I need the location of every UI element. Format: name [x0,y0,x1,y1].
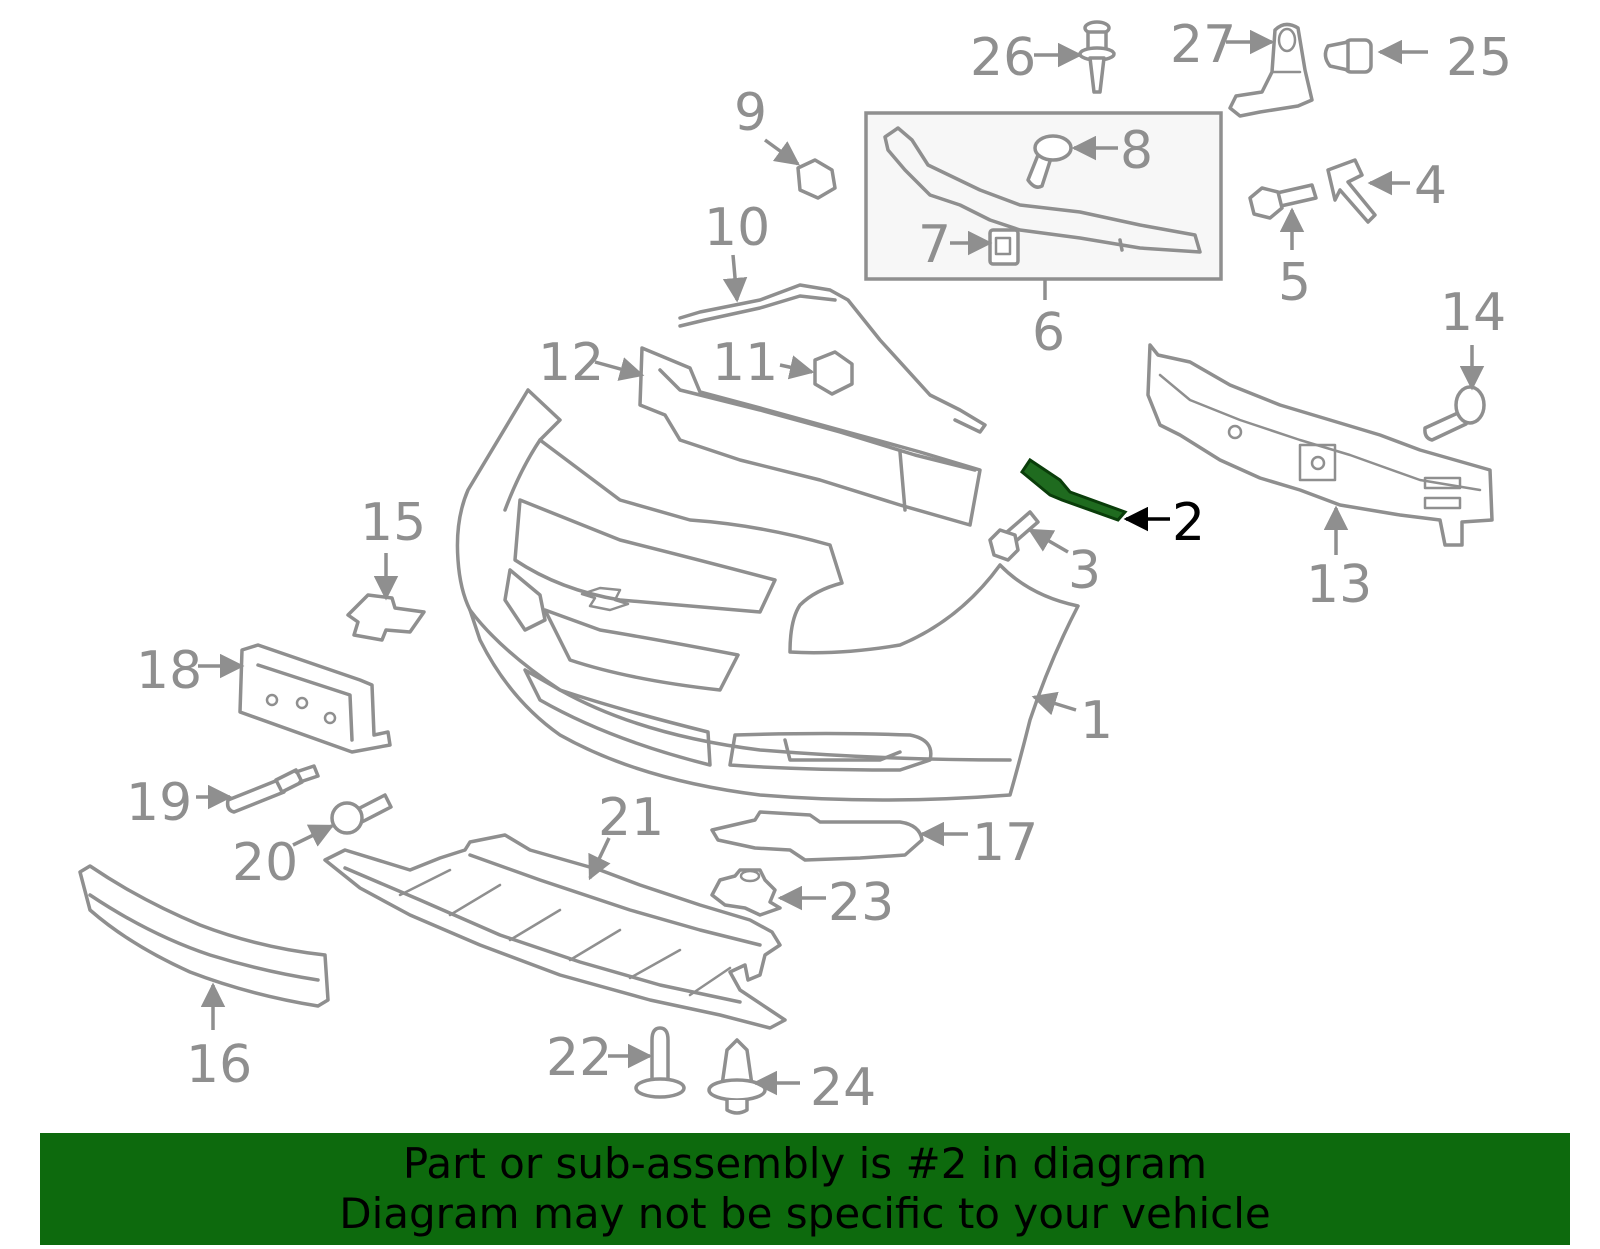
part-3-bolt [988,510,1040,562]
callout-11: 11 [712,333,778,393]
part-19-fastener [225,764,320,814]
callout-7: 7 [918,215,951,275]
callout-24: 24 [810,1058,876,1118]
banner-line-disclaimer: Diagram may not be specific to your vehi… [339,1189,1271,1238]
callout-6: 6 [1032,303,1065,363]
callout-20: 20 [232,833,298,893]
callout-16: 16 [186,1035,252,1095]
callout-1: 1 [1080,691,1113,751]
part-16-molding [78,864,330,1008]
callout-2-highlighted: 2 [1172,493,1205,553]
callout-labels: 1 2 3 4 5 6 7 8 9 10 11 12 13 14 15 16 1… [126,15,1512,1118]
callout-18: 18 [136,641,202,701]
callout-5: 5 [1278,253,1311,313]
part-21-splash-shield [323,833,787,1030]
part-10-wire [678,283,987,434]
part-23-retainer [710,868,782,917]
callout-9: 9 [734,83,767,143]
callout-13: 13 [1306,555,1372,615]
part-22-push-pin [634,1026,686,1099]
callout-leaders [196,29,1485,1096]
part-12-absorber [638,346,982,527]
part-17-deflector [710,810,924,862]
part-26-push-pin [1078,20,1116,94]
part-11-nut [813,350,854,396]
callout-4: 4 [1414,156,1447,216]
info-banner: Part or sub-assembly is #2 in diagram Di… [40,1133,1570,1245]
part-5-bolt [1248,183,1318,220]
callout-21: 21 [598,788,664,848]
callout-27: 27 [1170,15,1236,75]
callout-22: 22 [546,1028,612,1088]
callout-14: 14 [1440,283,1506,343]
part-13-reinforcement [1146,343,1494,547]
part-15-emblem [346,593,426,642]
part-9-nut [796,158,837,200]
part-20-push-pin [330,793,393,835]
callout-12: 12 [538,333,604,393]
callout-17: 17 [972,813,1038,873]
part-7-clip [988,228,1020,266]
part-27-bracket [1228,22,1314,118]
callout-10: 10 [704,198,770,258]
part-2-shape [1019,457,1128,522]
part-18-license-bracket [238,643,392,754]
callout-15: 15 [360,493,426,553]
callout-23: 23 [828,873,894,933]
part-2-bracket [1019,457,1128,522]
part-8-push-pin [1026,134,1073,189]
part-24-clip [707,1038,767,1115]
part-4-clip [1326,158,1377,224]
part-6-bracket [883,126,1202,254]
banner-line-part-info: Part or sub-assembly is #2 in diagram [402,1139,1208,1188]
callout-26: 26 [970,28,1036,88]
callout-25: 25 [1446,28,1512,88]
callout-8: 8 [1120,121,1153,181]
part-25-nut [1323,38,1373,74]
part-14-push-pin [1423,385,1486,442]
callout-19: 19 [126,773,192,833]
part-1-bumper-cover [455,388,1080,802]
callout-3: 3 [1068,541,1101,601]
